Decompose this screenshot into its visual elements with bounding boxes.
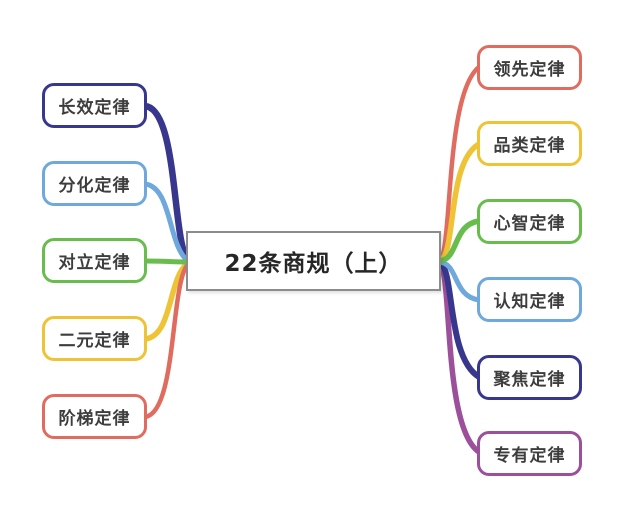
branch-law-focus	[436, 259, 482, 380]
node-law-mind[interactable]: 心智定律	[477, 199, 582, 244]
node-law-longterm[interactable]: 长效定律	[42, 83, 147, 128]
branch-law-exclusivity	[436, 260, 482, 455]
node-law-exclusivity[interactable]: 专有定律	[477, 431, 582, 476]
node-law-division[interactable]: 分化定律	[42, 161, 147, 206]
branch-law-division	[142, 181, 191, 264]
node-law-duality[interactable]: 二元定律	[42, 316, 147, 361]
node-law-leadership[interactable]: 领先定律	[477, 45, 582, 90]
node-law-ladder[interactable]: 阶梯定律	[42, 394, 147, 439]
node-law-opposite[interactable]: 对立定律	[42, 238, 147, 283]
branch-law-duality	[142, 260, 191, 342]
node-law-category[interactable]: 品类定律	[477, 121, 582, 166]
branch-law-mind	[436, 218, 482, 264]
branch-law-perception	[436, 259, 482, 303]
central-topic[interactable]: 22条商规（上）	[186, 231, 441, 291]
branch-law-ladder	[142, 261, 191, 420]
node-law-perception[interactable]: 认知定律	[477, 277, 582, 322]
node-law-focus[interactable]: 聚焦定律	[477, 355, 582, 400]
branch-law-longterm	[141, 102, 192, 265]
branch-law-category	[436, 141, 482, 264]
branch-law-opposite	[141, 258, 191, 265]
